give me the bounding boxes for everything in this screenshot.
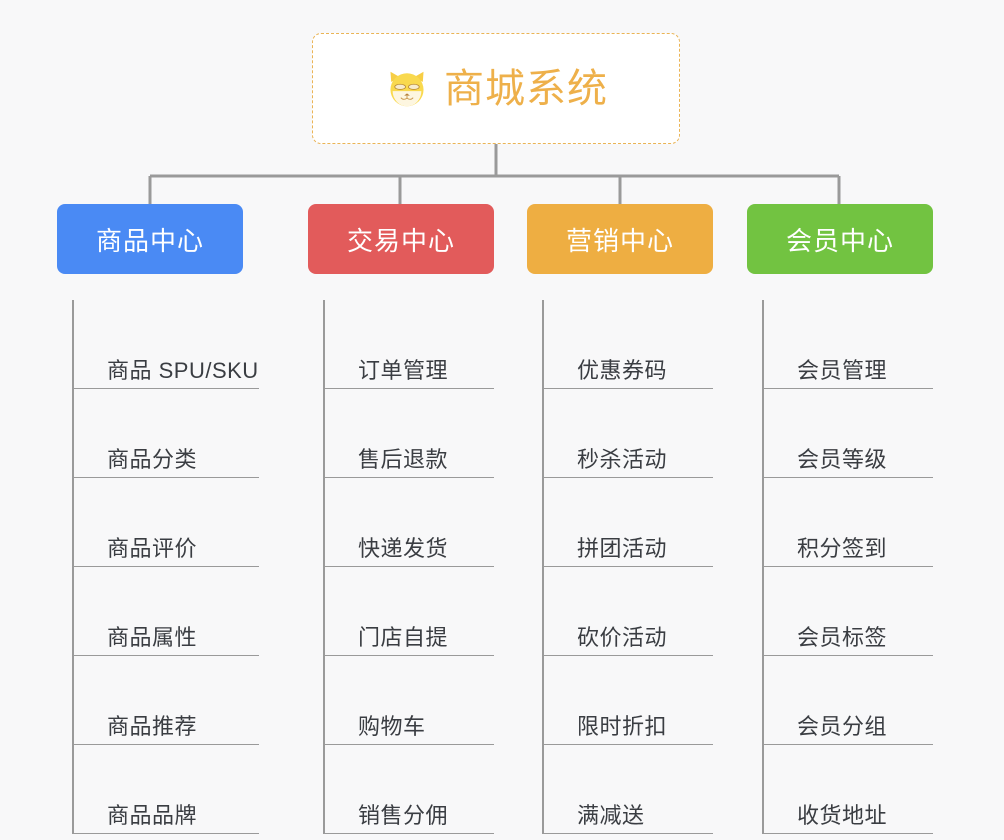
- leaf-item-label: 积分签到: [797, 535, 888, 561]
- leaf-item-label: 收货地址: [797, 802, 888, 828]
- leaf-item-label: 砍价活动: [577, 624, 668, 650]
- leaf-item[interactable]: 会员分组: [764, 656, 933, 745]
- leaf-item[interactable]: 会员等级: [764, 389, 933, 478]
- leaf-item[interactable]: 积分签到: [764, 478, 933, 567]
- leaf-item[interactable]: 商品分类: [74, 389, 259, 478]
- leaf-item[interactable]: 砍价活动: [544, 567, 713, 656]
- leaf-list-marketing-center: 优惠券码 秒杀活动 拼团活动 砍价活动 限时折扣 满减送: [542, 300, 713, 834]
- leaf-list-trade-center: 订单管理 售后退款 快递发货 门店自提 购物车 销售分佣: [323, 300, 494, 834]
- leaf-item[interactable]: 秒杀活动: [544, 389, 713, 478]
- leaf-item-label: 拼团活动: [577, 535, 668, 561]
- root-node[interactable]: 商城系统: [312, 33, 680, 144]
- leaf-item[interactable]: 订单管理: [325, 300, 494, 389]
- leaf-item-label: 会员等级: [797, 446, 888, 472]
- leaf-item[interactable]: 售后退款: [325, 389, 494, 478]
- leaf-item-label: 满减送: [577, 802, 645, 828]
- branch-header-label: 营销中心: [565, 225, 674, 256]
- branch-marketing-center: 营销中心 优惠券码 秒杀活动 拼团活动 砍价活动 限时折扣 满减送: [527, 204, 713, 834]
- leaf-item-label: 会员标签: [797, 624, 888, 650]
- leaf-item[interactable]: 满减送: [544, 745, 713, 834]
- leaf-item-label: 快递发货: [358, 535, 449, 561]
- branch-header-member-center[interactable]: 会员中心: [747, 204, 933, 274]
- branch-product-center: 商品中心 商品 SPU/SKU 商品分类 商品评价 商品属性 商品推荐 商品品牌: [57, 204, 259, 834]
- leaf-item[interactable]: 优惠券码: [544, 300, 713, 389]
- leaf-item-label: 商品 SPU/SKU: [107, 357, 259, 383]
- leaf-item[interactable]: 拼团活动: [544, 478, 713, 567]
- leaf-item[interactable]: 会员标签: [764, 567, 933, 656]
- root-node-label: 商城系统: [444, 66, 608, 111]
- leaf-item[interactable]: 销售分佣: [325, 745, 494, 834]
- leaf-list-product-center: 商品 SPU/SKU 商品分类 商品评价 商品属性 商品推荐 商品品牌: [72, 300, 259, 834]
- leaf-item-label: 商品属性: [107, 624, 198, 650]
- shiba-dog-face-icon: [390, 71, 424, 106]
- leaf-item-label: 商品品牌: [107, 802, 198, 828]
- branch-header-marketing-center[interactable]: 营销中心: [527, 204, 713, 274]
- branch-header-label: 交易中心: [346, 225, 455, 256]
- leaf-item[interactable]: 商品 SPU/SKU: [74, 300, 259, 389]
- leaf-item-label: 优惠券码: [577, 357, 668, 383]
- leaf-item[interactable]: 商品属性: [74, 567, 259, 656]
- branch-member-center: 会员中心 会员管理 会员等级 积分签到 会员标签 会员分组 收货地址: [747, 204, 933, 834]
- leaf-item[interactable]: 商品品牌: [74, 745, 259, 834]
- leaf-item-label: 限时折扣: [577, 713, 668, 739]
- branch-trade-center: 交易中心 订单管理 售后退款 快递发货 门店自提 购物车 销售分佣: [308, 204, 494, 834]
- leaf-item[interactable]: 门店自提: [325, 567, 494, 656]
- leaf-item-label: 门店自提: [358, 624, 449, 650]
- leaf-item-label: 秒杀活动: [577, 446, 668, 472]
- leaf-item[interactable]: 限时折扣: [544, 656, 713, 745]
- leaf-list-member-center: 会员管理 会员等级 积分签到 会员标签 会员分组 收货地址: [762, 300, 933, 834]
- leaf-item-label: 销售分佣: [358, 802, 449, 828]
- leaf-item[interactable]: 购物车: [325, 656, 494, 745]
- leaf-item-label: 订单管理: [358, 357, 449, 383]
- leaf-item-label: 会员分组: [797, 713, 888, 739]
- leaf-item-label: 售后退款: [358, 446, 449, 472]
- leaf-item[interactable]: 商品推荐: [74, 656, 259, 745]
- leaf-item-label: 商品评价: [107, 535, 198, 561]
- branch-header-trade-center[interactable]: 交易中心: [308, 204, 494, 274]
- leaf-item[interactable]: 快递发货: [325, 478, 494, 567]
- leaf-item-label: 购物车: [358, 713, 426, 739]
- leaf-item[interactable]: 会员管理: [764, 300, 933, 389]
- leaf-item-label: 商品推荐: [107, 713, 198, 739]
- leaf-item-label: 商品分类: [107, 446, 198, 472]
- leaf-item[interactable]: 收货地址: [764, 745, 933, 834]
- leaf-item[interactable]: 商品评价: [74, 478, 259, 567]
- leaf-item-label: 会员管理: [797, 357, 888, 383]
- branch-header-label: 会员中心: [785, 225, 894, 256]
- branch-header-label: 商品中心: [95, 225, 204, 256]
- branch-header-product-center[interactable]: 商品中心: [57, 204, 243, 274]
